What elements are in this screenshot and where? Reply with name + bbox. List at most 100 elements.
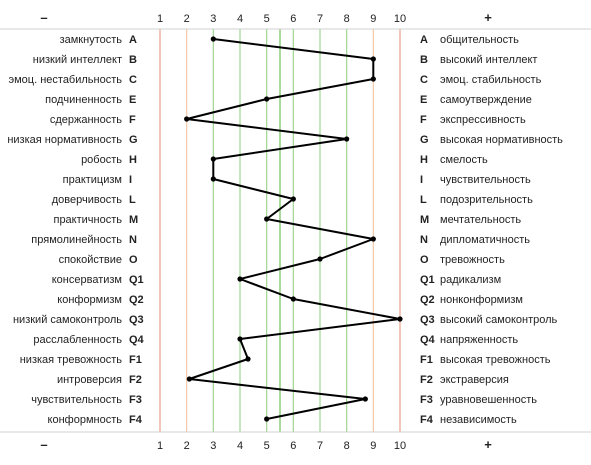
data-point: [317, 256, 323, 262]
factor-code-left: L: [129, 194, 136, 206]
factor-code-right: I: [420, 174, 423, 186]
trait-left-label: низкий интеллект: [33, 54, 122, 66]
data-point: [264, 416, 270, 422]
scale-label-top: 3: [210, 13, 216, 25]
trait-left-label: практицизм: [63, 174, 122, 186]
data-point: [264, 96, 270, 102]
header-plus-sign: +: [484, 10, 492, 25]
trait-left-label: конформизм: [57, 294, 122, 306]
data-point: [186, 376, 192, 382]
data-point: [237, 336, 243, 342]
scale-label-top: 8: [344, 13, 350, 25]
vertical-grid-lines: [159, 29, 401, 432]
data-point: [397, 316, 403, 322]
factor-code-right: Q2: [420, 294, 435, 306]
chart-footer: – +: [40, 437, 492, 452]
scale-label-bottom: 1: [157, 440, 163, 452]
trait-right-label: высокая тревожность: [440, 354, 551, 366]
trait-right-label: чувствительность: [440, 174, 531, 186]
data-point: [264, 216, 270, 222]
trait-right-label: подозрительность: [440, 194, 533, 206]
factor-code-right: G: [420, 134, 429, 146]
data-point: [370, 76, 376, 82]
data-point: [237, 276, 243, 282]
data-point: [290, 196, 296, 202]
scale-label-bottom: 3: [210, 440, 216, 452]
data-point: [184, 116, 190, 122]
trait-right-label: радикализм: [440, 274, 501, 286]
scale-label-top: 7: [317, 13, 323, 25]
trait-left-label: замкнутость: [60, 34, 123, 46]
factor-code-left: G: [129, 134, 138, 146]
factor-code-left: F: [129, 114, 136, 126]
trait-right-label: напряженность: [440, 334, 518, 346]
factor-code-left: I: [129, 174, 132, 186]
trait-left-label: чувствительность: [31, 394, 122, 406]
scale-label-bottom: 9: [370, 440, 376, 452]
scale-label-top: 6: [290, 13, 296, 25]
data-point: [344, 136, 350, 142]
factor-code-right: O: [420, 254, 429, 266]
scale-label-bottom: 10: [394, 440, 406, 452]
factor-code-left: Q2: [129, 294, 144, 306]
trait-left-label: доверчивость: [52, 194, 123, 206]
factor-code-right: C: [420, 74, 428, 86]
data-point: [370, 56, 376, 62]
trait-right-label: уравновешенность: [440, 394, 537, 406]
header-minus-sign: –: [40, 10, 47, 25]
chart-header: – +: [40, 10, 492, 25]
trait-right-label: общительность: [440, 34, 519, 46]
trait-left-label: подчиненность: [45, 94, 122, 106]
factor-code-left: F1: [129, 354, 142, 366]
factor-code-left: F2: [129, 374, 142, 386]
scale-label-top: 5: [264, 13, 270, 25]
factor-code-right: Q4: [420, 334, 436, 346]
trait-left-label: конформность: [48, 414, 123, 426]
factor-code-right: Q3: [420, 314, 435, 326]
factor-code-left: F3: [129, 394, 142, 406]
trait-left-label: эмоц. нестабильность: [9, 74, 123, 86]
trait-left-label: робость: [81, 154, 122, 166]
trait-right-label: высокий самоконтроль: [440, 314, 558, 326]
factor-code-left: M: [129, 214, 138, 226]
factor-code-right: F2: [420, 374, 433, 386]
factor-code-left: Q4: [129, 334, 145, 346]
scale-label-top: 4: [237, 13, 243, 25]
factor-code-right: F4: [420, 414, 434, 426]
trait-left-label: интроверсия: [57, 374, 122, 386]
trait-right-label: тревожность: [440, 254, 505, 266]
factor-code-right: F: [420, 114, 427, 126]
factor-code-left: Q1: [129, 274, 144, 286]
data-point: [362, 396, 368, 402]
trait-left-label: сдержанность: [50, 114, 122, 126]
footer-plus-sign: +: [484, 437, 492, 452]
trait-left-label: низкая тревожность: [20, 354, 123, 366]
factor-code-right: B: [420, 54, 428, 66]
data-point: [370, 236, 376, 242]
scale-label-bottom: 5: [264, 440, 270, 452]
scale-label-top: 10: [394, 13, 406, 25]
trait-left-label: практичность: [53, 214, 122, 226]
trait-right-label: смелость: [440, 154, 488, 166]
scale-label-bottom: 4: [237, 440, 243, 452]
trait-right-label: высокий интеллект: [440, 54, 537, 66]
data-point: [210, 36, 216, 42]
factor-code-left: H: [129, 154, 137, 166]
factor-code-left: N: [129, 234, 137, 246]
factor-code-left: E: [129, 94, 136, 106]
trait-right-label: самоутверждение: [440, 94, 532, 106]
factor-code-left: O: [129, 254, 138, 266]
scale-label-bottom: 6: [290, 440, 296, 452]
factor-code-right: Q1: [420, 274, 435, 286]
trait-right-label: экстраверсия: [440, 374, 509, 386]
trait-left-label: расслабленность: [33, 334, 122, 346]
trait-right-label: высокая нормативность: [440, 134, 563, 146]
footer-minus-sign: –: [40, 437, 47, 452]
trait-left-label: низкая нормативность: [7, 134, 122, 146]
scale-label-top: 9: [370, 13, 376, 25]
scale-label-top: 1: [157, 13, 163, 25]
